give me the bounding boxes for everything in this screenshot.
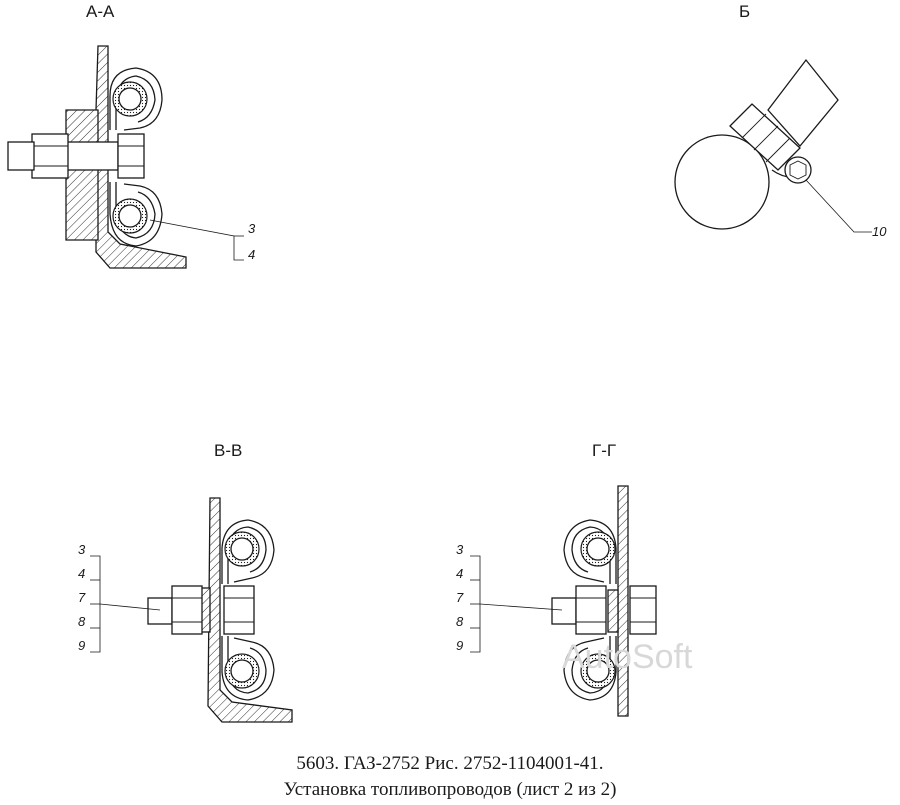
technical-drawing: А-А 3 4 Б <box>7 2 887 723</box>
view-vv-label: В-В <box>214 441 242 460</box>
view-gg-label: Г-Г <box>592 441 616 460</box>
view-b: Б 10 <box>674 2 887 239</box>
gg-clamp-bottom <box>563 636 617 701</box>
view-vv: В-В 3 4 7 8 9 <box>78 441 293 723</box>
aa-bolt-shank <box>59 141 119 171</box>
gg-thread-end <box>551 597 577 625</box>
b-pipe <box>784 156 812 184</box>
view-gg: Г-Г 3 4 7 8 9 Au <box>456 441 693 717</box>
vv-nut <box>171 585 203 635</box>
watermark: AutoSoft <box>562 638 693 676</box>
vv-callout-4: 4 <box>78 566 85 581</box>
gg-bolt-head <box>629 585 657 635</box>
vv-clamp-bottom <box>221 636 275 701</box>
vv-callout-7: 7 <box>78 590 86 605</box>
aa-bolt-head <box>117 133 145 179</box>
aa-callout-4: 4 <box>248 247 255 262</box>
view-b-label: Б <box>739 2 750 21</box>
aa-clamp-top <box>109 67 163 131</box>
gg-leader <box>479 603 563 611</box>
caption-line-2: Установка топливопроводов (лист 2 из 2) <box>283 779 617 800</box>
vv-bolt-head <box>223 585 255 635</box>
aa-clamp-bottom <box>109 182 163 247</box>
vv-leader <box>99 603 161 611</box>
gg-frame-plate <box>617 485 629 717</box>
caption-line-1: 5603. ГАЗ-2752 Рис. 2752-1104001-41. <box>296 753 604 774</box>
gg-callout-4: 4 <box>456 566 463 581</box>
vv-callout-3: 3 <box>78 542 86 557</box>
b-bar <box>767 58 839 147</box>
gg-callout-3: 3 <box>456 542 464 557</box>
view-aa-label: А-А <box>86 2 115 21</box>
vv-callout-8: 8 <box>78 614 86 629</box>
b-round-part <box>674 134 770 230</box>
aa-nut <box>31 133 69 179</box>
aa-callout-3: 3 <box>248 221 256 236</box>
vv-thread-end <box>147 597 173 625</box>
gg-clamp-top <box>563 519 617 584</box>
b-leader <box>805 179 872 233</box>
aa-leader <box>149 219 244 261</box>
gg-callout-8: 8 <box>456 614 464 629</box>
vv-callout-9: 9 <box>78 638 85 653</box>
vv-clamp-top <box>221 519 275 584</box>
aa-boss <box>65 109 99 241</box>
gg-washer <box>607 589 619 633</box>
view-aa: А-А 3 4 <box>7 2 256 269</box>
gg-nut <box>575 585 607 635</box>
gg-callout-7: 7 <box>456 590 464 605</box>
b-bracket <box>729 103 801 171</box>
aa-thread-end <box>7 141 35 171</box>
gg-callout-9: 9 <box>456 638 463 653</box>
vv-frame-plate <box>207 497 293 723</box>
b-callout-10: 10 <box>872 224 887 239</box>
